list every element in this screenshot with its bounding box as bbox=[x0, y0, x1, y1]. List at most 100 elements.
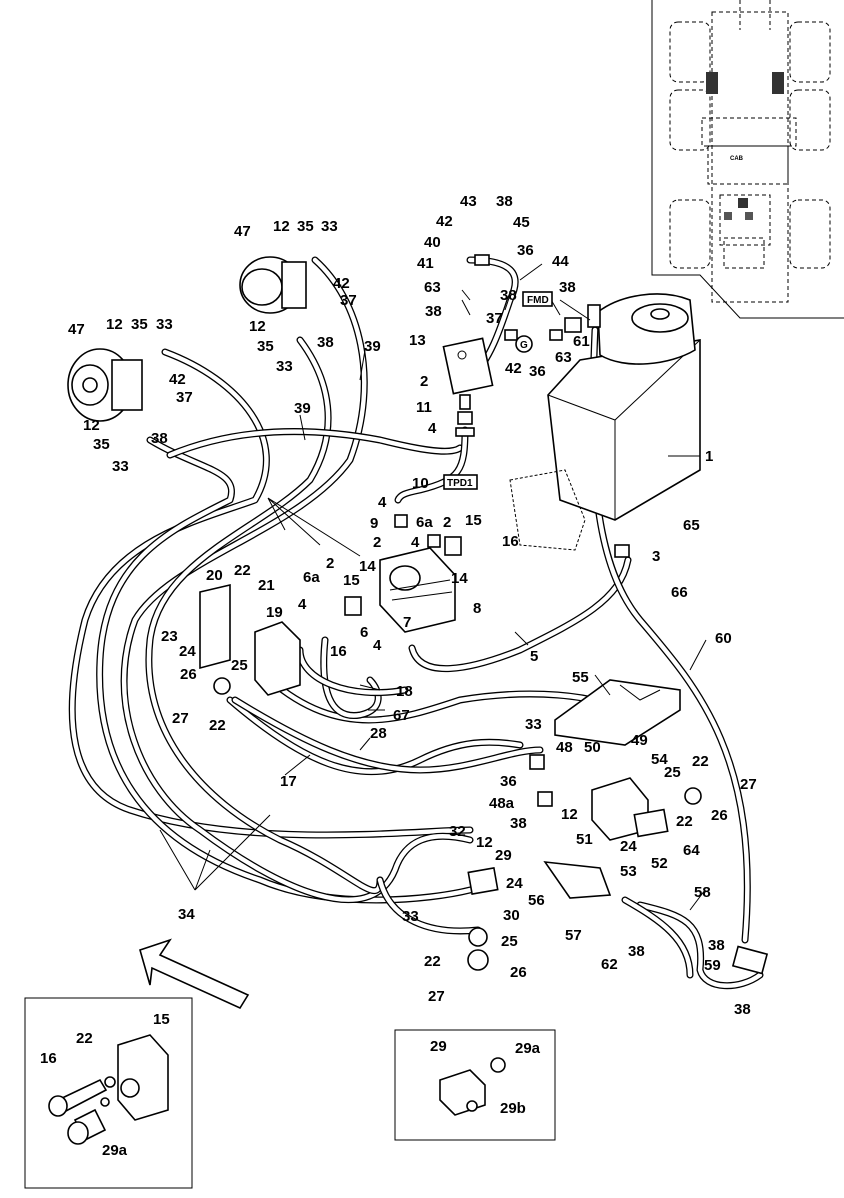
callout-2: 2 bbox=[420, 373, 428, 390]
tag-g: G bbox=[515, 335, 533, 353]
manifold-56-57 bbox=[543, 861, 612, 899]
detail-inset-29 bbox=[394, 1029, 556, 1141]
callout-12: 12 bbox=[476, 834, 493, 851]
callout-8: 8 bbox=[473, 600, 481, 617]
callout-29a: 29a bbox=[102, 1142, 128, 1159]
hydraulic-motor-right bbox=[239, 256, 307, 314]
gear-pump-8 bbox=[379, 547, 456, 633]
callout-55: 55 bbox=[572, 669, 589, 686]
callout-26: 26 bbox=[510, 964, 527, 981]
callout-12: 12 bbox=[249, 318, 266, 335]
callout-38: 38 bbox=[708, 937, 725, 954]
fitting-26 bbox=[213, 677, 702, 971]
callout-60: 60 bbox=[715, 630, 732, 647]
hose-5 bbox=[408, 556, 632, 672]
callout-39: 39 bbox=[294, 400, 311, 417]
callout-12: 12 bbox=[273, 218, 290, 235]
valve-block-13 bbox=[442, 337, 494, 395]
callout-25: 25 bbox=[501, 933, 518, 950]
callout-66: 66 bbox=[671, 584, 688, 601]
callout-38: 38 bbox=[510, 815, 527, 832]
callout-22: 22 bbox=[76, 1030, 93, 1047]
callout-18: 18 bbox=[396, 683, 413, 700]
callout-62: 62 bbox=[601, 956, 618, 973]
callout-29a: 29a bbox=[515, 1040, 541, 1057]
callout-15: 15 bbox=[343, 572, 360, 589]
callout-36: 36 bbox=[517, 242, 534, 259]
callout-22: 22 bbox=[676, 813, 693, 830]
callout-38: 38 bbox=[628, 943, 645, 960]
hose-18-67 bbox=[296, 636, 409, 719]
callout-38: 38 bbox=[734, 1001, 751, 1018]
callout-52: 52 bbox=[651, 855, 668, 872]
inset-cab-label: CAB bbox=[730, 156, 744, 162]
callout-51: 51 bbox=[576, 831, 593, 848]
callout-61: 61 bbox=[573, 333, 590, 350]
hose-lower-pair bbox=[231, 696, 544, 935]
direction-arrow bbox=[139, 938, 250, 1010]
hydraulic-motor-left bbox=[67, 348, 143, 422]
tag-fmd: FMD bbox=[522, 291, 553, 307]
callout-43: 43 bbox=[460, 193, 477, 210]
callout-12: 12 bbox=[83, 417, 100, 434]
callout-4: 4 bbox=[373, 637, 382, 654]
callout-35: 35 bbox=[93, 436, 110, 453]
callout-labels: 1 2 2 2 2 3 4 4 4 4 4 5 6 6a 6a 7 8 9 10… bbox=[40, 193, 757, 1159]
callout-49: 49 bbox=[631, 732, 648, 749]
callout-37: 37 bbox=[176, 389, 193, 406]
callout-29: 29 bbox=[495, 847, 512, 864]
callout-25: 25 bbox=[664, 764, 681, 781]
callout-44: 44 bbox=[552, 253, 569, 270]
callout-24: 24 bbox=[506, 875, 523, 892]
callout-5: 5 bbox=[530, 648, 538, 665]
callout-30: 30 bbox=[503, 907, 520, 924]
hose-10 bbox=[394, 426, 469, 504]
callout-50: 50 bbox=[584, 739, 601, 756]
callout-57: 57 bbox=[565, 927, 582, 944]
callout-42: 42 bbox=[169, 371, 186, 388]
callout-63: 63 bbox=[555, 349, 572, 366]
callout-37: 37 bbox=[486, 310, 503, 327]
callout-67: 67 bbox=[393, 707, 410, 724]
tag-tpd1: TPD1 bbox=[443, 474, 478, 490]
callout-35: 35 bbox=[131, 316, 148, 333]
hydraulic-tank bbox=[547, 293, 701, 521]
callout-10: 10 bbox=[412, 475, 429, 492]
callout-33: 33 bbox=[276, 358, 293, 375]
callout-59: 59 bbox=[704, 957, 721, 974]
callout-56: 56 bbox=[528, 892, 545, 909]
callout-29: 29 bbox=[430, 1038, 447, 1055]
callout-16: 16 bbox=[502, 533, 519, 550]
callout-53: 53 bbox=[620, 863, 637, 880]
callout-22: 22 bbox=[234, 562, 251, 579]
callout-38: 38 bbox=[500, 287, 517, 304]
callout-3: 3 bbox=[652, 548, 660, 565]
callout-28: 28 bbox=[370, 725, 387, 742]
callout-36: 36 bbox=[529, 363, 546, 380]
hose-39 bbox=[166, 428, 464, 459]
svg-text:G: G bbox=[520, 340, 528, 351]
callout-26: 26 bbox=[711, 807, 728, 824]
callout-1: 1 bbox=[705, 448, 713, 465]
callout-12: 12 bbox=[106, 316, 123, 333]
hose-34-bundle bbox=[68, 256, 474, 904]
callout-40: 40 bbox=[424, 234, 441, 251]
callout-41: 41 bbox=[417, 255, 434, 272]
callout-38: 38 bbox=[425, 303, 442, 320]
callout-16: 16 bbox=[330, 643, 347, 660]
leader-lines bbox=[159, 263, 707, 911]
callout-24: 24 bbox=[179, 643, 196, 660]
callout-23: 23 bbox=[161, 628, 178, 645]
bracket-55 bbox=[554, 679, 681, 746]
callout-42: 42 bbox=[436, 213, 453, 230]
machine-location-inset: CAB bbox=[651, 0, 844, 319]
callout-17: 17 bbox=[280, 773, 297, 790]
callout-63: 63 bbox=[424, 279, 441, 296]
callout-33: 33 bbox=[525, 716, 542, 733]
filter-block-15 bbox=[344, 536, 462, 616]
callout-11: 11 bbox=[416, 399, 432, 416]
callout-35: 35 bbox=[297, 218, 314, 235]
callout-24: 24 bbox=[620, 838, 637, 855]
callout-39: 39 bbox=[364, 338, 381, 355]
